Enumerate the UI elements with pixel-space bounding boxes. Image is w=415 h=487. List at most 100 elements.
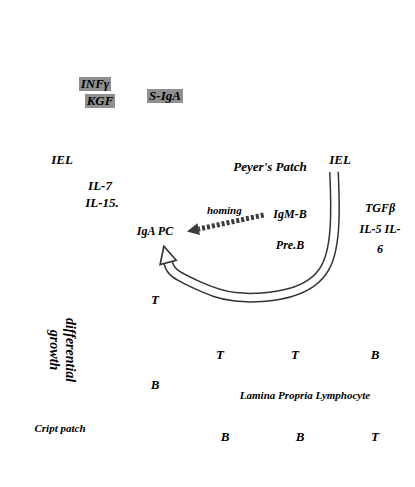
cell-nucleus [339, 19, 351, 41]
node-label: B [296, 430, 305, 445]
b-cell: Pre.B [265, 235, 315, 257]
lymphocyte-ellipse-fill [211, 382, 398, 409]
epithelial-cell [0, 0, 46, 126]
plasma-cell-fill [126, 222, 185, 243]
b-cell: B [355, 343, 395, 367]
cytokine-label-box: IL-15. [85, 196, 119, 211]
peyers-patch-fill [180, 137, 354, 311]
cell-nucleus [247, 19, 259, 41]
t-cell-fill [201, 344, 240, 367]
cytokine-label-box: KGF [85, 94, 116, 109]
cell-nucleus [155, 19, 167, 41]
epithelial-cell [276, 0, 322, 126]
connector-line [199, 215, 264, 229]
lymphocyte-ellipse: Lamina Propria Lymphocyte [211, 381, 400, 409]
connector [199, 215, 264, 229]
node-label: B [371, 348, 380, 363]
epithelium [0, 0, 415, 126]
crypt-cell [36, 443, 46, 453]
node-label: Peyer's Patch [233, 160, 306, 175]
epithelial-cell [184, 0, 230, 126]
cytokine-label-box: IL-7 [88, 179, 112, 194]
peyers-patch: Peyer's PatchIgM-B Pre.B [179, 136, 355, 312]
cell-apex [0, 0, 415, 12]
t-cell: T [200, 343, 240, 367]
node-label: IgM-B [273, 208, 306, 222]
growth-label-box: differential growth [46, 300, 78, 400]
epithelial-cell [230, 0, 276, 126]
b-cell-fill [264, 205, 315, 226]
secretion-label: S-IgA [147, 89, 183, 104]
crypt-cell [30, 405, 40, 415]
connector-line [168, 172, 335, 298]
cytokine-arrow [53, 130, 142, 230]
b-cell-fill [281, 426, 320, 449]
cytokine-box: TGFβ IL-5 IL-6 [354, 191, 406, 267]
iel-cell-fill [314, 149, 367, 172]
cytokine-label: INFγ [79, 77, 112, 92]
epithelial-cell [322, 0, 368, 126]
cell-nucleus [17, 19, 29, 41]
secretion-label-box: S-IgA [147, 89, 183, 104]
cytokine-label: KGF [85, 94, 116, 109]
growth-arrow [32, 252, 92, 410]
node-label: B [221, 430, 230, 445]
muscularis-band [0, 470, 415, 487]
plasma-cell: IgA PC [125, 221, 185, 243]
b-cell-fill [266, 236, 315, 257]
arrow-shaft [151, 136, 163, 192]
b-cell-fill [136, 374, 175, 397]
node-label: IEL [51, 153, 73, 168]
node-label: TGFβ IL-5 IL-6 [358, 198, 402, 259]
basement-line [0, 125, 415, 127]
arrow-stripe [151, 213, 163, 217]
node-label: T [371, 430, 379, 445]
connector [168, 172, 335, 298]
node-label: IEL [329, 153, 351, 168]
cytokine-label: IL-15. [85, 196, 119, 211]
crypt-patch-fill [14, 418, 107, 439]
crypt-cell [41, 404, 51, 414]
t-cell: T [275, 343, 315, 367]
cell-nucleus [293, 19, 305, 41]
node-label: IgA PC [137, 225, 173, 239]
cell-nucleus [201, 19, 213, 41]
crypt-cell [74, 405, 84, 415]
b-cell: IgM-B [264, 204, 317, 226]
b-cell-fill [206, 426, 245, 449]
cytokine-label: IL-7 [88, 179, 112, 194]
node-label: B [151, 378, 160, 393]
crypt-cell [19, 406, 29, 416]
iel-cell-fill [36, 149, 89, 172]
cell-nucleus [109, 19, 121, 41]
epithelial-cell [368, 0, 415, 126]
crypt-patch: Cript patch [13, 417, 107, 439]
cell-nucleus [385, 19, 397, 41]
node-label: Cript patch [34, 422, 85, 435]
b-cell: B [135, 373, 175, 397]
cell-nucleus [63, 19, 75, 41]
crypt-cell [25, 442, 35, 452]
arrow-stripe [151, 205, 163, 210]
crypt-cell [85, 406, 95, 416]
t-cell-fill [356, 426, 395, 449]
edge-label: homing [207, 204, 242, 217]
iel-cell: IEL [313, 148, 367, 172]
b-cell: B [280, 425, 320, 449]
growth-label: differential growth [46, 300, 78, 400]
arrow-stripe [151, 196, 163, 202]
b-cell: B [205, 425, 245, 449]
iel-cell: IEL [35, 148, 89, 172]
cytokine-arrow [45, 64, 139, 146]
t-cell-fill [276, 344, 315, 367]
cytokine-label-box: INFγ [79, 77, 112, 92]
node-label: T [151, 293, 159, 308]
node-label: Pre.B [276, 239, 304, 253]
t-cell: T [135, 288, 175, 312]
crypt-cell [52, 404, 62, 414]
cytokine-box-fill [355, 192, 406, 267]
